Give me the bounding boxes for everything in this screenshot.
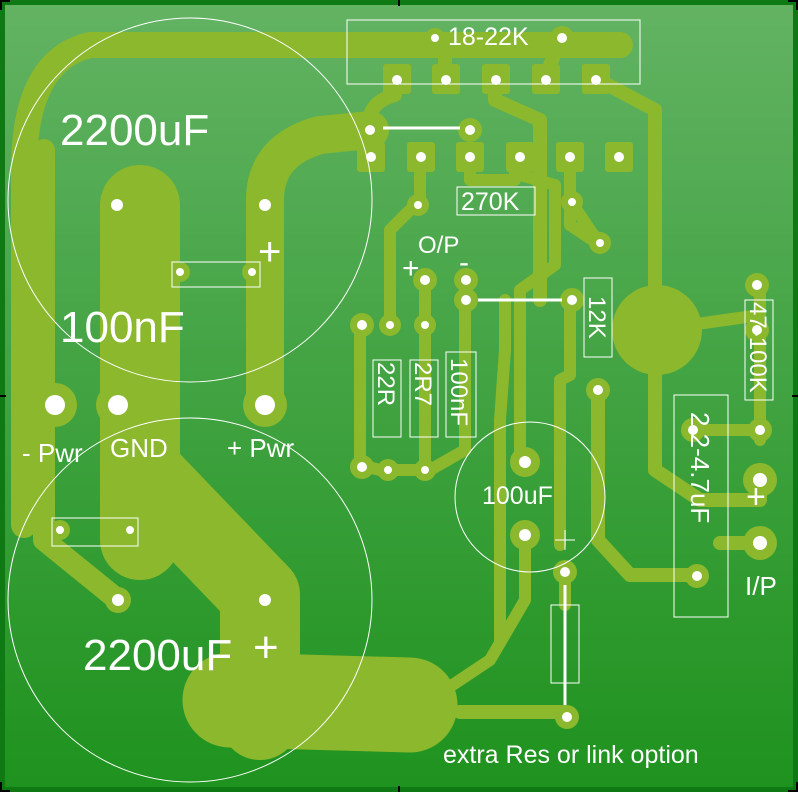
res-2r7-outline: [409, 359, 439, 438]
label-2200uf-top: 2200uF: [60, 106, 209, 155]
cap-outline-top: [7, 17, 373, 383]
trace-100uf-side: [494, 294, 511, 646]
cap-2-2uf-outline: [673, 394, 729, 618]
label-plus-bottom-cap: +: [253, 623, 279, 672]
label-12k: 12K: [583, 296, 610, 339]
trace-hdr-1: [363, 71, 402, 137]
res-270k-outline: [456, 186, 536, 216]
trace-op-minus: [424, 274, 471, 476]
trace-100uf-down: [424, 529, 531, 706]
trace-top-bus: [11, 32, 633, 538]
res-22r-outline: [372, 359, 402, 438]
label-op: O/P: [418, 232, 459, 259]
ic-heatsink-pad: [612, 285, 702, 375]
res-47k-outline: [744, 299, 774, 401]
label-plus-top-cap: +: [258, 230, 281, 274]
label-100nf-small: 100nF: [445, 358, 472, 426]
label-47-100k: 47-100K: [744, 302, 771, 393]
trace-12k-down: [554, 294, 576, 551]
label-100uf: 100uF: [482, 482, 553, 510]
label-2r7: 2R7: [409, 362, 436, 406]
label-pos-pwr: + Pwr: [227, 433, 295, 463]
label-270k: 270K: [461, 188, 520, 216]
label-op-minus: -: [459, 246, 469, 279]
label-neg-pwr: - Pwr: [22, 438, 83, 468]
label-2200uf-bottom: 2200uF: [83, 631, 232, 680]
label-gnd: GND: [110, 433, 168, 463]
trace-hdr-4: [588, 71, 662, 337]
trace-neg-rail: [33, 139, 129, 611]
res-12k-outline: [583, 277, 613, 358]
cap-top-film: [171, 261, 261, 288]
cap-outline-100uf: [454, 421, 606, 573]
cap-100nf-outline: [445, 351, 477, 438]
label-22r: 22R: [372, 362, 399, 406]
header-outline: [346, 19, 641, 85]
label-ip-plus: +: [746, 478, 766, 516]
label-100nf-big: 100nF: [60, 303, 185, 352]
drill-holes: [45, 33, 767, 722]
link-wires: [383, 126, 575, 705]
cap-outline-bottom: [7, 417, 373, 783]
trace-gnd-bottom: [182, 652, 458, 753]
label-extra-option: extra Res or link option: [443, 741, 699, 769]
label-op-plus: +: [402, 252, 420, 285]
label-18-22k: 18-22K: [448, 23, 529, 51]
trace-mid-1: [384, 149, 426, 331]
cap-bottom-film: [51, 517, 139, 547]
label-2-2-4-7uf: 2.2-4.7uF: [685, 412, 715, 523]
label-ip: I/P: [745, 571, 777, 601]
